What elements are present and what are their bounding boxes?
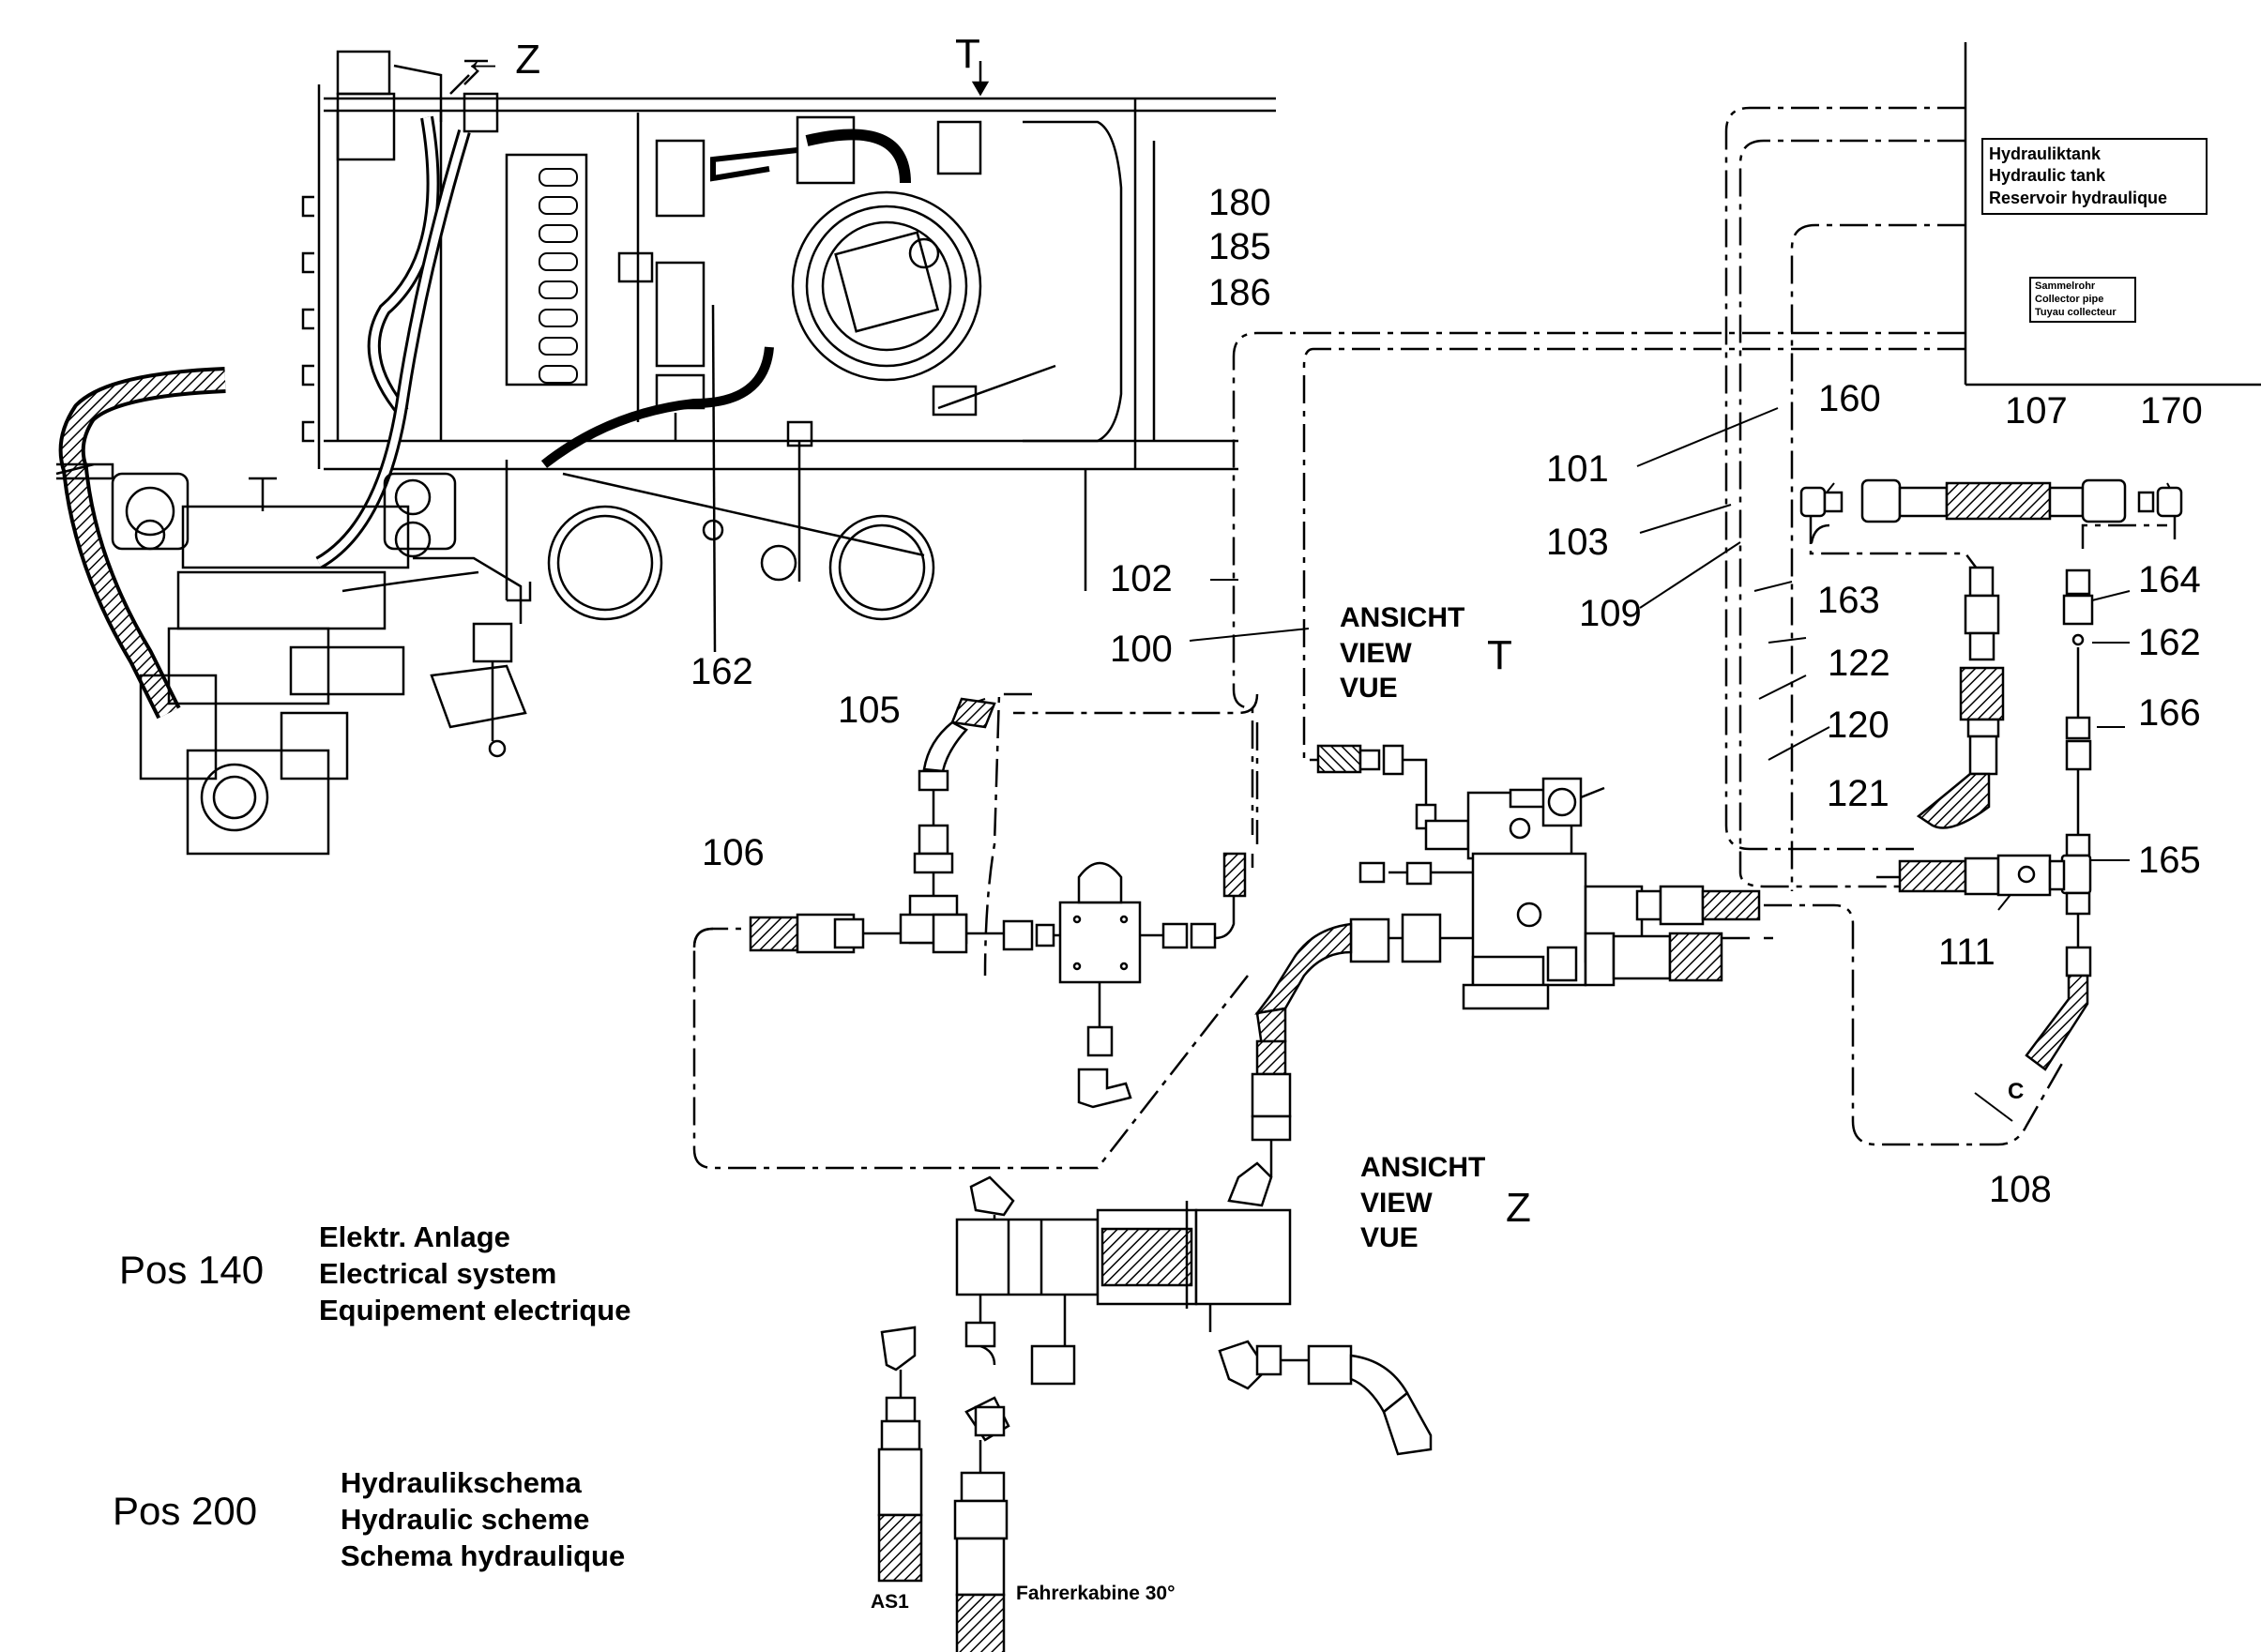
ansicht-t-letter: T (1487, 632, 1512, 678)
tank-line-en: Hydraulic tank (1989, 166, 2106, 186)
part-162-right: 162 (2138, 622, 2201, 663)
part-162-left: 162 (690, 651, 753, 692)
distributor-block (692, 697, 1247, 1109)
part-101: 101 (1546, 448, 1609, 490)
ansicht-z-label: ANSICHT VIEW VUE (1360, 1150, 1485, 1256)
part-180: 180 (1208, 182, 1271, 223)
view-z-arrow-label: ← Z (463, 37, 541, 83)
pos-140-label: Pos 140 (119, 1248, 265, 1292)
collector-line-en: Collector pipe (2035, 293, 2104, 305)
part-165: 165 (2138, 840, 2201, 881)
part-166: 166 (2138, 692, 2201, 734)
part-103: 103 (1546, 522, 1609, 563)
machine-top-view (55, 50, 1276, 856)
ansicht-t-fr: VUE (1340, 673, 1398, 704)
pos-200-label: Pos 200 (113, 1489, 258, 1533)
tank-line-de: Hydrauliktank (1989, 144, 2102, 163)
pos-140-de: Elektr. Anlage (319, 1220, 510, 1253)
collector-line-de: Sammelrohr (2035, 280, 2096, 292)
part-163: 163 (1817, 580, 1880, 621)
pos-200-de: Hydraulikschema (341, 1466, 582, 1499)
ansicht-t-en: VIEW (1340, 637, 1412, 669)
ansicht-t-label: ANSICHT VIEW VUE (1340, 600, 1464, 706)
pos-140-description: Elektr. Anlage Electrical system Equipem… (319, 1220, 630, 1328)
part-160: 160 (1818, 378, 1881, 419)
mark-as1: AS1 (871, 1591, 909, 1613)
hydraulic-tank-label: Hydrauliktank Hydraulic tank Reservoir h… (1981, 138, 2208, 216)
part-122: 122 (1828, 643, 1890, 684)
ansicht-z-fr: VUE (1360, 1222, 1419, 1253)
part-107: 107 (2005, 390, 2068, 432)
tank-line-fr: Reservoir hydraulique (1989, 188, 2168, 207)
ansicht-t-de: ANSICHT (1340, 602, 1465, 633)
part-111: 111 (1938, 932, 1995, 973)
part-185: 185 (1208, 226, 1271, 267)
part-100: 100 (1110, 629, 1173, 670)
hose-routes (692, 106, 2167, 1170)
part-105: 105 (838, 690, 901, 731)
part-106: 106 (702, 832, 765, 873)
view-arrows (464, 59, 990, 97)
pos-200-en: Hydraulic scheme (341, 1502, 590, 1536)
part-121: 121 (1827, 773, 1889, 814)
part-109: 109 (1579, 593, 1642, 634)
tank-outline (1964, 42, 2261, 386)
ansicht-z-letter: Z (1506, 1185, 1531, 1231)
pos-200-fr: Schema hydraulique (341, 1538, 626, 1572)
fittings-upper-right (1799, 478, 2183, 1071)
part-120: 120 (1827, 705, 1889, 746)
collector-pipe-label: Sammelrohr Collector pipe Tuyau collecte… (2029, 277, 2136, 324)
part-186: 186 (1208, 272, 1271, 313)
part-102: 102 (1110, 558, 1173, 599)
pump-assembly (877, 1007, 1433, 1652)
part-170: 170 (2140, 390, 2203, 432)
ansicht-z-de: ANSICHT (1360, 1152, 1486, 1183)
pos-140-en: Electrical system (319, 1256, 557, 1290)
ansicht-z-en: VIEW (1360, 1187, 1433, 1219)
directional-valve (1254, 744, 1761, 1015)
pos-140-fr: Equipement electrique (319, 1293, 631, 1326)
mark-c: C (2008, 1079, 2025, 1104)
part-164: 164 (2138, 559, 2201, 600)
view-t-arrow-label: T (955, 31, 980, 77)
pos-200-description: Hydraulikschema Hydraulic scheme Schema … (341, 1465, 625, 1574)
mark-fahrerkabine: Fahrerkabine 30° (1016, 1583, 1176, 1604)
collector-line-fr: Tuyau collecteur (2035, 306, 2117, 318)
part-108: 108 (1989, 1169, 2052, 1210)
